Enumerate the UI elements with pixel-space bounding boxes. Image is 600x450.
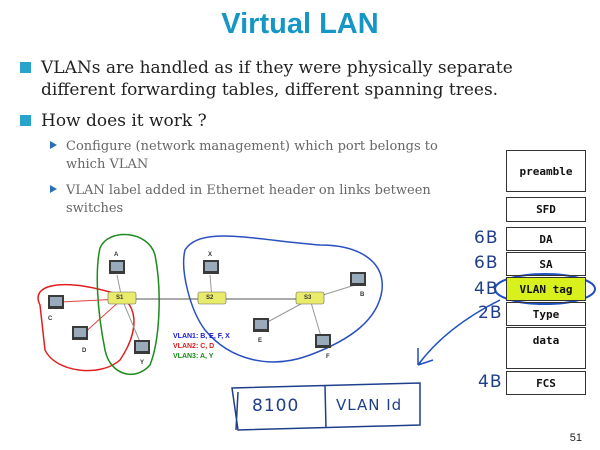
host-c-label: C <box>48 316 53 322</box>
sub-bullet-1-line2: which VLAN <box>66 157 149 172</box>
sub-bullet-2-line1: VLAN label added in Ethernet header on l… <box>66 183 431 198</box>
frame-field-sfd: SFD <box>506 197 586 222</box>
host-a-icon <box>109 260 125 274</box>
host-y-icon <box>134 340 150 354</box>
switch-s2-label: S2 <box>206 295 214 301</box>
bullet-1-line2: different forwarding tables, different s… <box>41 80 499 100</box>
host-x-icon <box>203 260 219 274</box>
host-x-label: X <box>208 252 213 258</box>
switch-s3-label: S3 <box>304 295 312 301</box>
host-f-icon <box>315 334 331 348</box>
host-e-icon <box>253 318 269 332</box>
triangle-bullet-icon <box>50 141 57 149</box>
handwritten-arrow <box>417 299 501 366</box>
switch-s2 <box>197 291 227 305</box>
host-a-label: A <box>114 252 119 258</box>
bullet-square-icon <box>20 62 31 73</box>
vlan3-outline <box>96 233 160 375</box>
size-note-sa: 6B <box>474 253 499 273</box>
sub-bullet-1-line1: Configure (network management) which por… <box>66 139 438 154</box>
page-number: 51 <box>569 432 582 444</box>
host-d-label: D <box>82 348 87 354</box>
host-b-icon <box>350 272 366 286</box>
frame-field-sa: SA <box>506 252 586 276</box>
bullet-2-text: How does it work ? <box>41 111 207 131</box>
size-note-vlan-tag: 4B <box>474 279 499 299</box>
frame-field-fcs: FCS <box>506 371 586 395</box>
host-b-label: B <box>360 292 365 298</box>
legend-vlan2: VLAN2: C, D <box>173 343 215 350</box>
host-d-icon <box>72 326 88 340</box>
switch-s1-label: S1 <box>116 295 124 301</box>
frame-field-type: Type <box>506 302 586 326</box>
frame-field-data: data <box>506 327 586 369</box>
host-c-icon <box>48 295 64 309</box>
slide-title: Virtual LAN <box>221 8 379 40</box>
switch-s1 <box>107 291 137 305</box>
size-note-type: 2B <box>478 303 503 323</box>
host-e-label: E <box>258 338 263 344</box>
bullet-1-line1: VLANs are handled as if they were physic… <box>41 58 513 78</box>
vlan1-outline <box>182 235 383 363</box>
size-note-da: 6B <box>474 228 499 248</box>
frame-field-da: DA <box>506 227 586 251</box>
handwritten-tag-value: 8100 <box>252 396 300 416</box>
frame-field-preamble: preamble <box>506 150 586 192</box>
sub-bullet-2-line2: switches <box>66 201 124 216</box>
vlan2-outline <box>37 283 135 372</box>
size-note-fcs: 4B <box>478 372 503 392</box>
host-y-label: Y <box>140 360 145 366</box>
triangle-bullet-icon <box>50 185 57 193</box>
host-f-label: F <box>326 354 330 360</box>
switch-s3 <box>295 291 325 305</box>
frame-field-vlan-tag: VLAN tag <box>506 277 586 301</box>
legend-vlan1: VLAN1: B, E, F, X <box>173 333 230 340</box>
handwritten-box <box>231 382 421 431</box>
legend-vlan3: VLAN3: A, Y <box>173 353 214 360</box>
vlan-tag-circle <box>494 273 596 305</box>
handwritten-vlan-id: VLAN Id <box>336 396 403 414</box>
bullet-square-icon <box>20 115 31 126</box>
